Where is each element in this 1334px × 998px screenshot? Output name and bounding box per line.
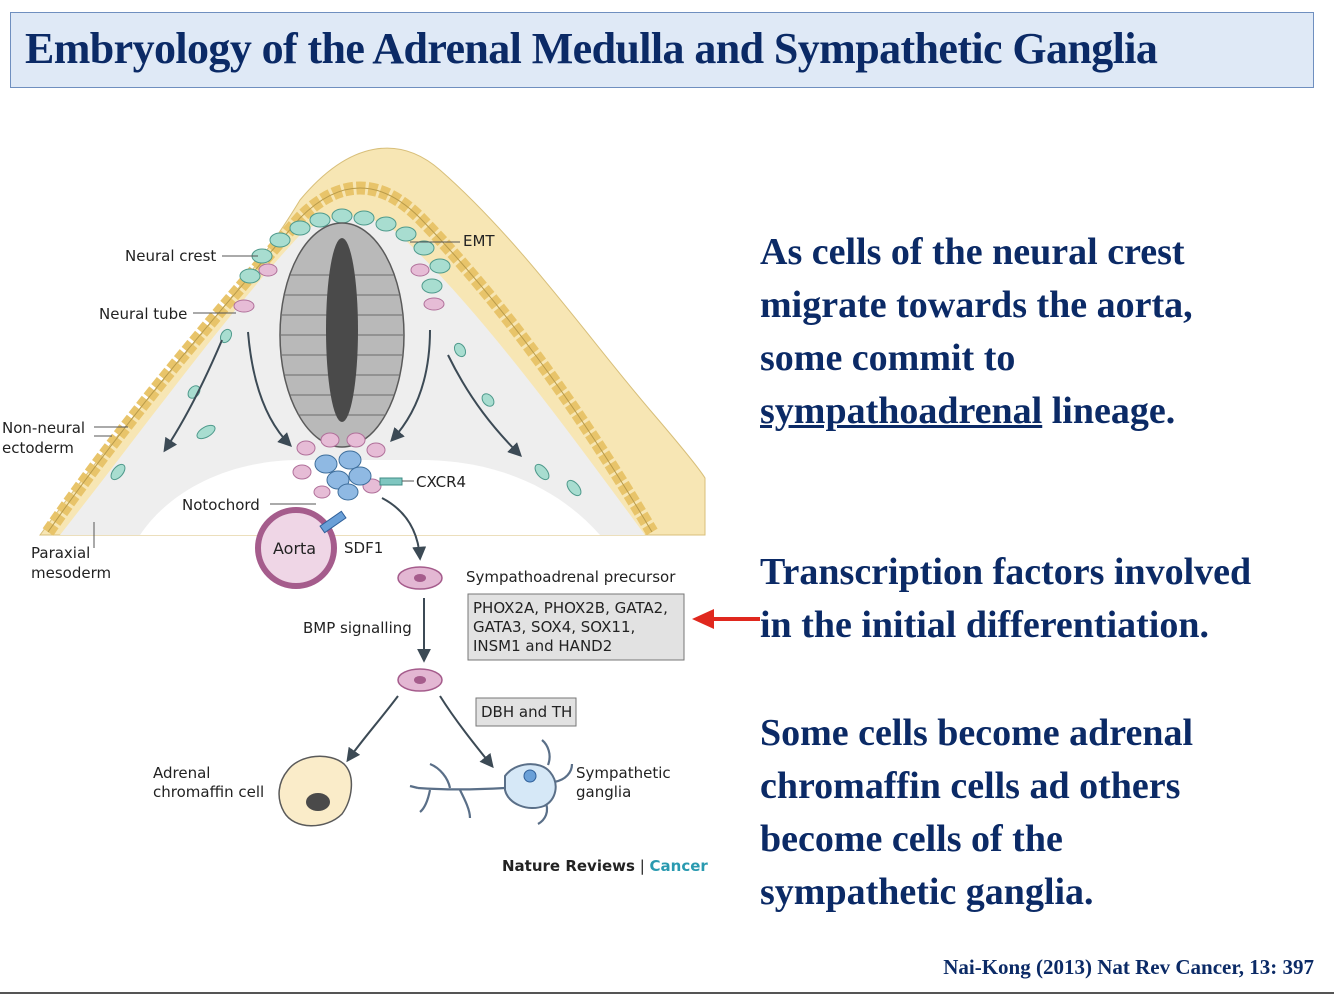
label-paraxial-1: Paraxial [31,544,90,562]
aorta [255,507,337,589]
para2-line1: Transcription factors involved [760,551,1252,593]
pink-cells [233,263,445,313]
label-non-neural-2: ectoderm [2,439,74,457]
label-sdf1: SDF1 [344,539,383,557]
para3-line2: chromaffin cells ad others [760,765,1181,807]
tf-line-2: GATA3, SOX4, SOX11, [473,618,635,636]
label-symp-1: Sympathetic [576,764,671,782]
label-aorta: Aorta [273,539,316,558]
paragraph-fates: Some cells become adrenal chromaffin cel… [760,707,1193,919]
citation: Nai-Kong (2013) Nat Rev Cancer, 13: 397 [943,955,1314,979]
label-adrenal-1: Adrenal [153,764,210,782]
label-bmp: BMP signalling [303,619,412,637]
para1-line2: migrate towards the aorta, [760,284,1193,326]
para2-line2: in the initial differentiation. [760,604,1209,646]
notochord-cluster [292,432,386,501]
label-precursor: Sympathoadrenal precursor [466,568,676,586]
paragraph-migration: As cells of the neural crest migrate tow… [760,226,1193,438]
neural-crest-cells [239,208,451,294]
chromaffin-cell [278,755,353,827]
title-box: Embryology of the Adrenal Medulla and Sy… [10,12,1314,88]
para1-line3: some commit to [760,337,1016,379]
para1-line1: As cells of the neural crest [760,231,1185,273]
bottom-rule [0,992,1334,994]
embryology-diagram: Neural crest EMT Neural tube Non-neural … [2,147,708,875]
paragraph-transcription: Transcription factors involved in the in… [760,546,1251,652]
label-neural-crest: Neural crest [125,247,216,265]
label-symp-2: ganglia [576,783,631,801]
red-arrow [692,609,760,629]
label-notochord: Notochord [182,496,260,514]
label-non-neural-1: Non-neural [2,419,85,437]
tf-line-3: INSM1 and HAND2 [473,637,612,655]
slide-title: Embryology of the Adrenal Medulla and Sy… [25,24,1158,73]
label-cxcr4: CXCR4 [416,473,466,491]
journal-name: Nature Reviews [502,857,635,875]
label-paraxial-2: mesoderm [31,564,111,582]
cxcr4-receptor [379,477,403,486]
para3-line3: become cells of the [760,818,1063,860]
label-emt: EMT [463,232,495,250]
para1-line4-rest: lineage. [1042,390,1176,432]
cavity [140,460,600,535]
journal-sub: Cancer [650,857,709,875]
label-neural-tube: Neural tube [99,305,187,323]
label-dbh-th: DBH and TH [481,703,572,721]
sdf1-ligand [319,510,347,534]
para3-line1: Some cells become adrenal [760,712,1194,754]
journal-credit: Nature Reviews | Cancer [502,857,708,875]
label-adrenal-2: chromaffin cell [153,783,264,801]
dbh-th-box [475,697,577,727]
tf-box [467,593,685,661]
para3-line4: sympathetic ganglia. [760,871,1094,913]
journal-sep: | [635,857,650,875]
para1-underlined: sympathoadrenal [760,390,1043,432]
neural-tube-lumen [326,238,358,422]
tf-line-1: PHOX2A, PHOX2B, GATA2, [473,599,668,617]
